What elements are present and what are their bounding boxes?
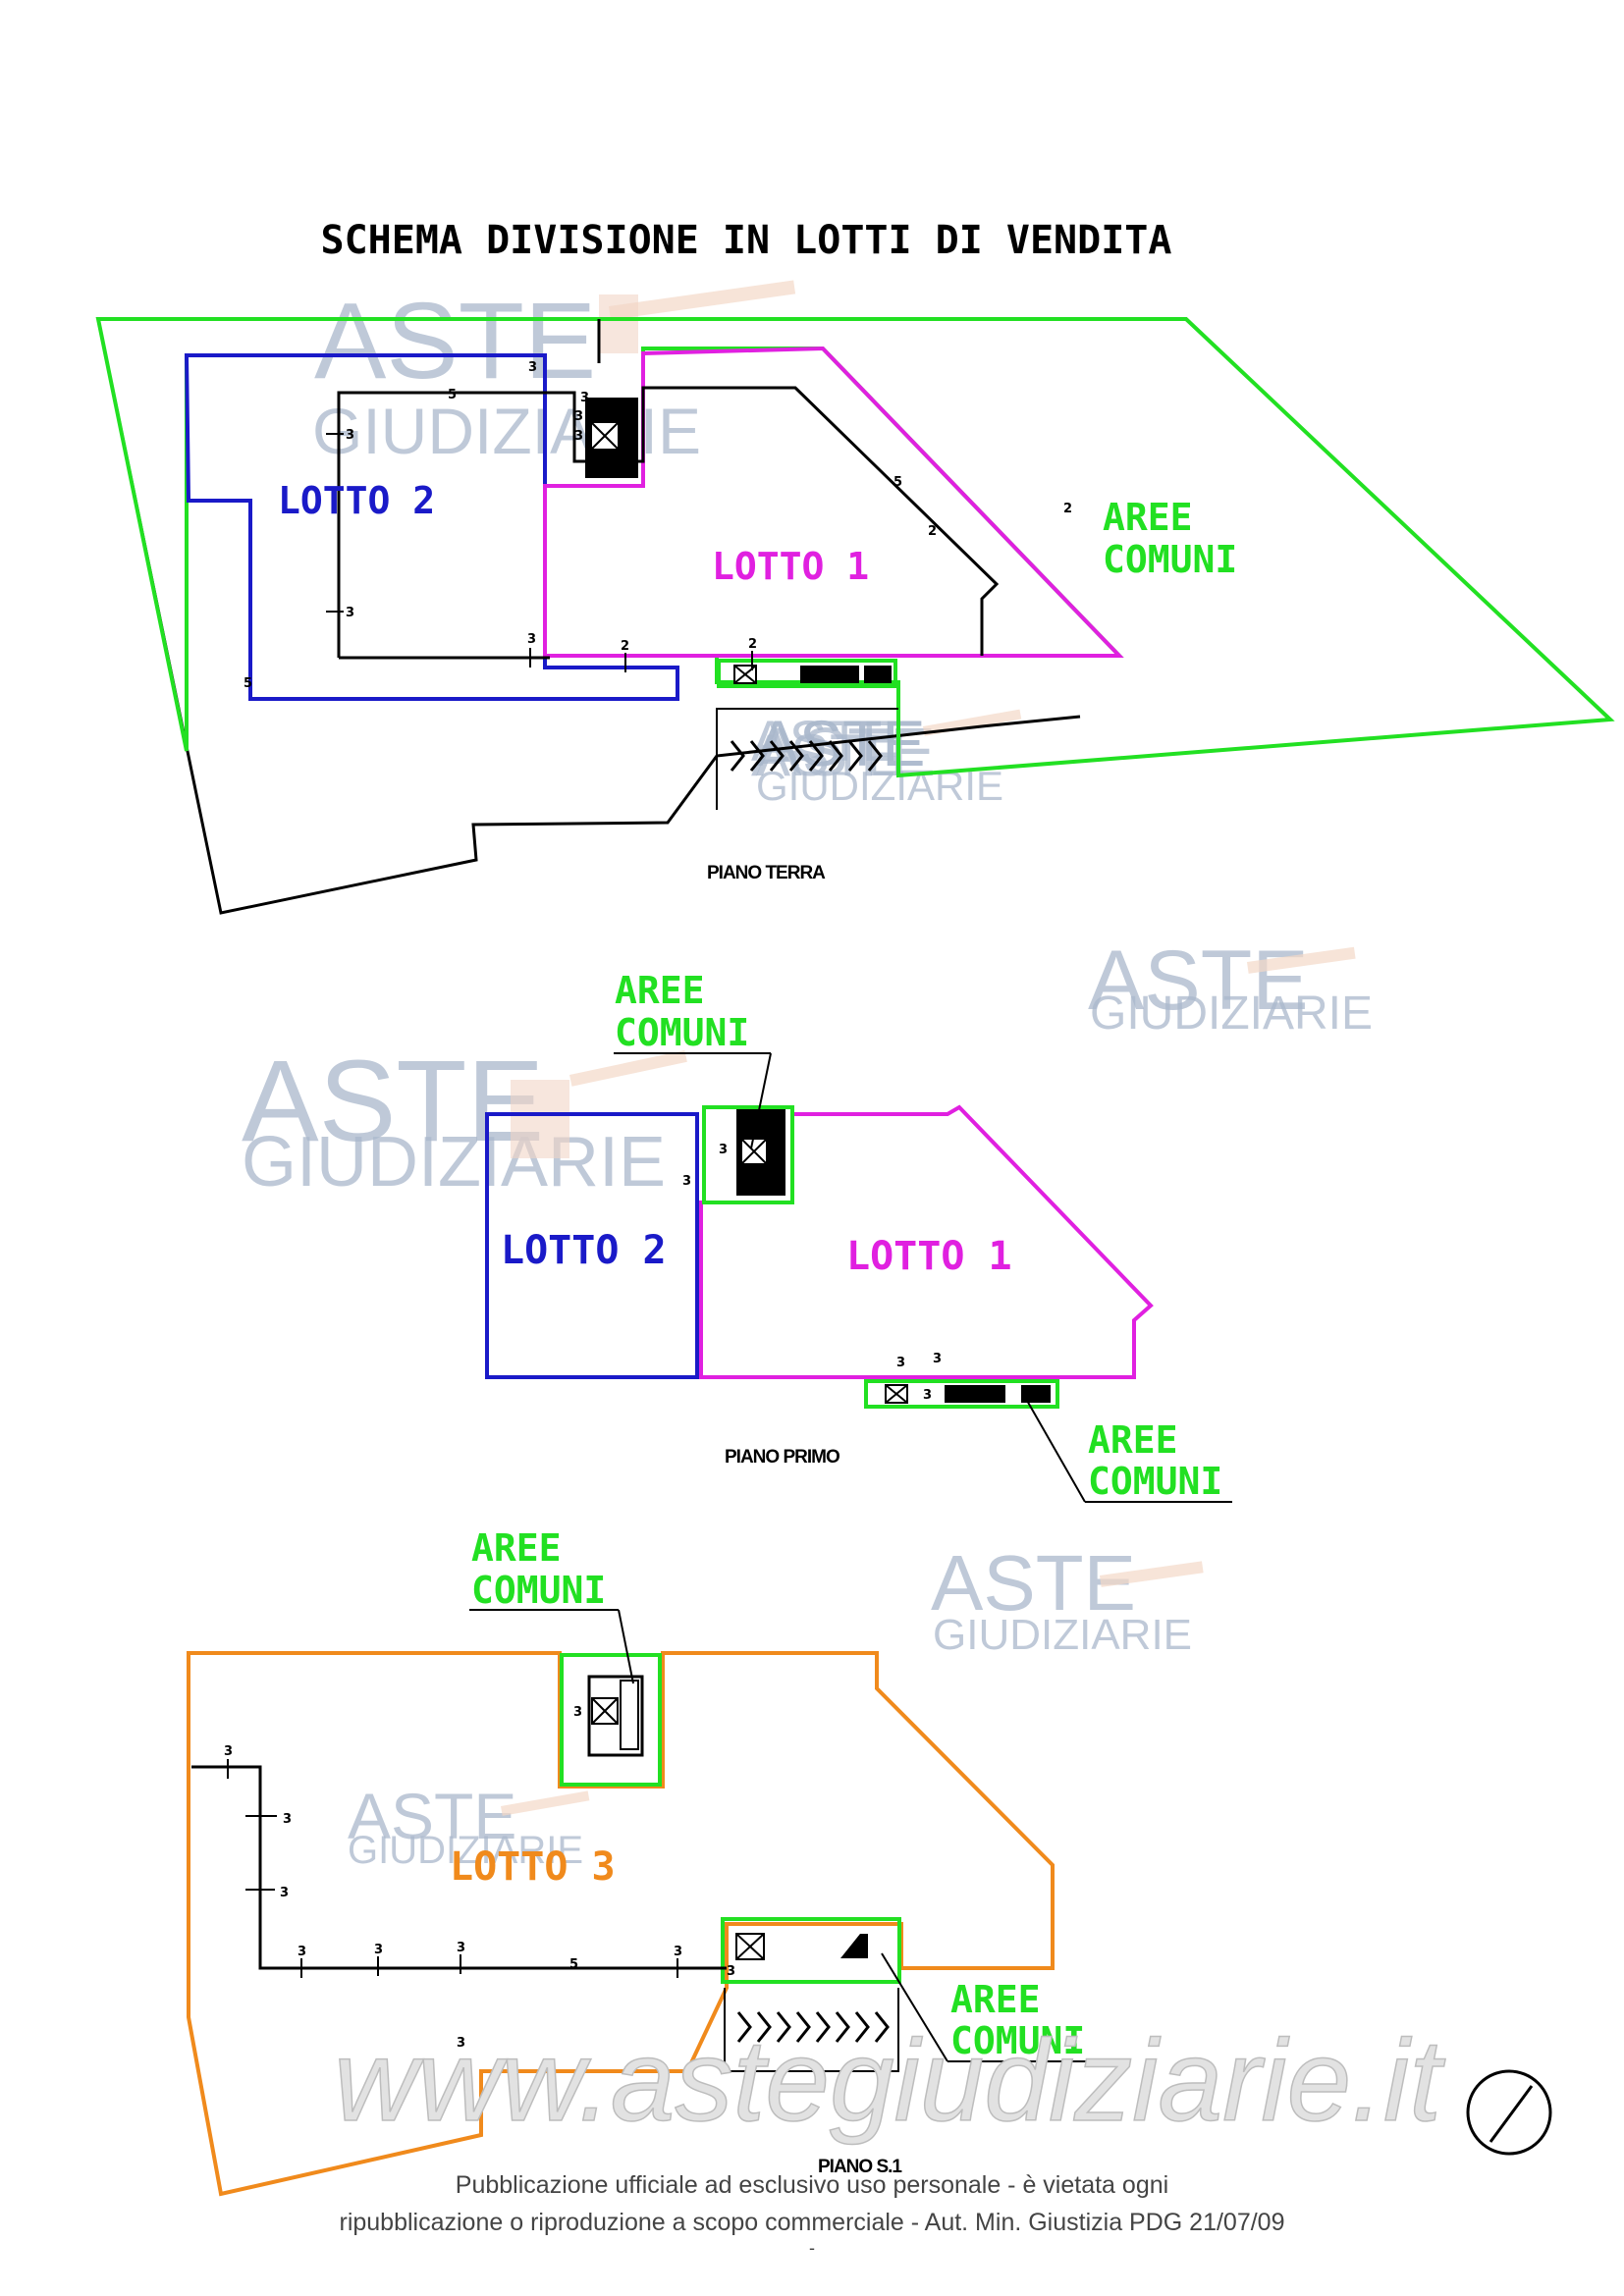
svg-text:3: 3 [580, 391, 589, 405]
site-boundary-terra [96, 318, 1081, 915]
plan-piano-s1: 3 3 3 3 3 3 3 3 3 3 5 LOTTO 3 AREE COMUN… [187, 1526, 1100, 2197]
watermark-logo-2: ASTE GIUDIZIARIE [756, 709, 1022, 809]
svg-text:ASTE: ASTE [242, 1037, 544, 1166]
watermark-logo-3: ASTE GIUDIZIARIE [1088, 934, 1373, 1040]
inner-walls-s1 [191, 1765, 727, 1970]
aree-comuni-core-primo [702, 1105, 794, 1204]
stair-core-primo [736, 1109, 785, 1196]
svg-text:3: 3 [528, 360, 537, 375]
aree-comuni-label-primo-bottom-1: AREE [1088, 1418, 1178, 1462]
svg-text:ASTE: ASTE [314, 281, 596, 401]
aree-comuni-label-primo-top-1: AREE [615, 969, 705, 1012]
section-markers-s1: 3 3 3 3 3 3 3 3 3 3 5 [224, 1705, 735, 2051]
svg-text:5: 5 [448, 388, 457, 402]
plan-piano-terra: 3 3 3 2 2 2 2 5 3 3 3 3 5 5 LOTTO 2 LOTTO 1… [95, 317, 1615, 915]
aree-comuni-label-terra-2: COMUNI [1103, 538, 1237, 581]
lotto2-outline-terra [184, 353, 679, 701]
svg-text:2: 2 [621, 639, 629, 654]
svg-text:2: 2 [1063, 502, 1072, 516]
floor-label-primo: PIANO PRIMO [725, 1447, 839, 1468]
svg-text:GIUDIZIARIE: GIUDIZIARIE [348, 1829, 583, 1872]
svg-text:3: 3 [574, 429, 583, 444]
ramp-chevrons-terra [730, 740, 883, 772]
aree-comuni-label-primo-bottom-2: COMUNI [1088, 1460, 1222, 1503]
ramp-outline-terra [716, 708, 898, 810]
watermark-logo-4: ASTE GIUDIZIARIE [242, 1037, 687, 1201]
svg-text:3: 3 [574, 409, 583, 424]
svg-text:5: 5 [244, 676, 252, 691]
aree-comuni-label-s1-top-2: COMUNI [471, 1569, 606, 1612]
svg-text:ASTE: ASTE [348, 1780, 516, 1852]
watermark-logo-5: ASTE GIUDIZIARIE [931, 1539, 1204, 1659]
lotto1-outline-terra [543, 346, 1124, 658]
svg-text:5: 5 [569, 1957, 578, 1972]
inner-walls-terra [337, 386, 1000, 658]
svg-text:3: 3 [457, 2036, 465, 2051]
service-strip-fill-s1 [735, 1933, 868, 1960]
watermark-logo-1: ASTE GIUDIZIARIE [312, 280, 796, 467]
svg-text:2: 2 [748, 637, 757, 652]
svg-text:3: 3 [280, 1886, 289, 1900]
svg-text:3: 3 [573, 1705, 582, 1720]
svg-text:3: 3 [674, 1945, 682, 1959]
footer-line-2: ripubblicazione o riproduzione a scopo c… [339, 2209, 1285, 2236]
lotto2-outline-primo [485, 1112, 699, 1379]
svg-text:3: 3 [896, 1356, 905, 1370]
aree-comuni-strip-s1 [721, 1917, 901, 1984]
aree-comuni-core-s1 [560, 1653, 662, 1787]
lotto1-label-primo: LOTTO 1 [846, 1234, 1012, 1279]
stair-core-terra [585, 398, 638, 478]
service-strip-fill-terra [733, 665, 892, 684]
svg-text:3: 3 [457, 1941, 465, 1955]
svg-text:3: 3 [682, 1174, 691, 1189]
svg-text:3: 3 [374, 1943, 383, 1957]
footer-line-3: - [809, 2238, 815, 2258]
svg-text:3: 3 [346, 606, 354, 620]
service-strip-fill-primo [885, 1384, 1051, 1404]
svg-text:GIUDIZIARIE: GIUDIZIARIE [1090, 988, 1373, 1040]
footer-line-1: Pubblicazione ufficiale ad esclusivo uso… [455, 2171, 1169, 2199]
svg-text:ASTE: ASTE [756, 714, 936, 790]
aree-comuni-label-s1-bottom-1: AREE [950, 1978, 1041, 2021]
lotto3-label-s1: LOTTO 3 [450, 1844, 616, 1890]
aree-comuni-label-terra-1: AREE [1103, 496, 1193, 539]
svg-text:2: 2 [928, 524, 937, 539]
lotto1-label-terra: LOTTO 1 [712, 545, 869, 588]
svg-text:3: 3 [527, 632, 536, 647]
watermark-site-url: www.astegiudiziarie.it [334, 2016, 1445, 2146]
lotto2-label-terra: LOTTO 2 [278, 479, 435, 522]
watermark-logo-6: ASTE GIUDIZIARIE [348, 1780, 590, 1872]
aree-comuni-label-s1-top-1: AREE [471, 1526, 562, 1570]
svg-text:GIUDIZIARIE: GIUDIZIARIE [933, 1611, 1192, 1659]
svg-text:3: 3 [224, 1744, 233, 1759]
service-strip-terra [717, 659, 897, 688]
svg-text:GIUDIZIARIE: GIUDIZIARIE [242, 1123, 666, 1201]
ramp-outline-s1 [724, 1988, 899, 2072]
svg-text:3: 3 [283, 1812, 292, 1827]
lotto2-label-primo: LOTTO 2 [501, 1228, 667, 1273]
svg-text:3: 3 [923, 1388, 932, 1403]
section-markers-terra: 3 3 3 2 2 2 2 5 3 3 3 3 5 5 [244, 360, 1072, 691]
svg-text:5: 5 [893, 475, 902, 490]
svg-text:3: 3 [719, 1143, 728, 1157]
floor-label-terra: PIANO TERRA [707, 863, 826, 883]
svg-text:ASTE: ASTE [1088, 934, 1309, 1028]
svg-text:3: 3 [727, 1964, 735, 1979]
svg-text:3: 3 [933, 1352, 942, 1366]
page-title: SCHEMA DIVISIONE IN LOTTI DI VENDITA [321, 218, 1172, 263]
ramp-chevrons-s1 [736, 2011, 890, 2043]
section-markers-primo: 3 3 3 3 3 [682, 1143, 942, 1403]
aree-comuni-label-s1-bottom-2: COMUNI [950, 2019, 1085, 2062]
floor-label-s1: PIANO S.1 [818, 2157, 902, 2177]
service-strip-primo [864, 1379, 1059, 1409]
north-arrow-icon [1466, 2069, 1552, 2156]
aree-comuni-label-primo-top-2: COMUNI [615, 1011, 749, 1054]
svg-text:3: 3 [298, 1945, 306, 1959]
svg-text:3: 3 [346, 428, 354, 443]
stair-core-s1 [587, 1675, 644, 1757]
svg-text:ASTE: ASTE [756, 774, 759, 776]
